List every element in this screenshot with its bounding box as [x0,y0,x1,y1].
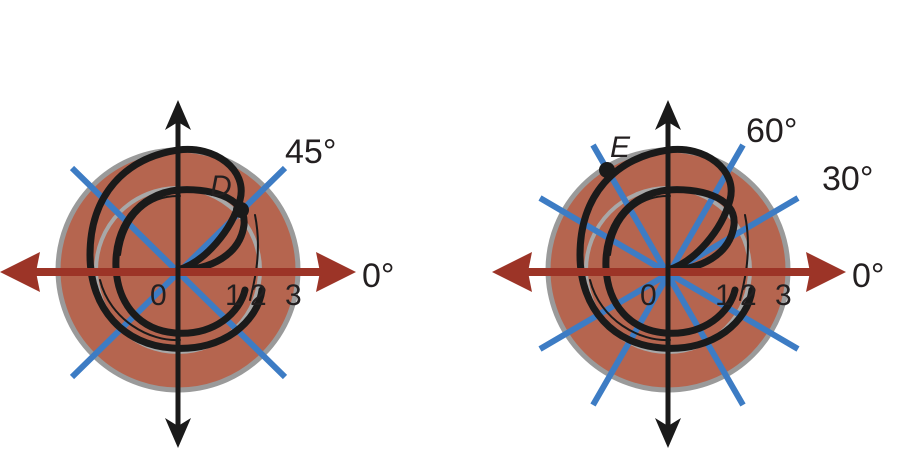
left-vertical-axis [165,100,191,448]
left-point-d [233,202,249,218]
right-angle-label-60: 60° [746,112,797,150]
left-angle-label-0: 0° [362,257,395,295]
right-radial-label-3: 3 [775,279,792,312]
right-angle-label-0: 0° [852,257,885,295]
left-angle-label-45: 45° [285,133,336,171]
right-point-e [599,162,615,178]
right-radial-label-0: 0 [640,279,657,312]
right-point-label: E [610,131,631,164]
left-vertical-axis-down-arrow [165,418,191,448]
left-vertical-axis-up-arrow [165,100,191,130]
right-vertical-axis-up-arrow [655,100,681,130]
right-spiral [576,145,756,352]
left-radial-label-1: 1 [225,279,242,312]
left-horizontal-axis-right-arrow [316,252,356,292]
right-polar-diagram: E 0 1 2 3 60° 30° 0° [492,100,885,448]
right-horizontal-axis-left-arrow [492,252,532,292]
right-horizontal-axis-right-arrow [806,252,846,292]
right-radial-label-2: 2 [740,279,757,312]
left-polar-diagram: D 0 1 2 3 45° 0° [0,100,395,448]
left-radial-label-3: 3 [285,279,302,312]
left-horizontal-axis-left-arrow [0,252,40,292]
right-vertical-axis-down-arrow [655,418,681,448]
right-vertical-axis [655,100,681,448]
right-angle-label-30: 30° [822,160,873,198]
right-radial-label-1: 1 [715,279,732,312]
left-radial-label-2: 2 [250,279,267,312]
left-radial-label-0: 0 [150,279,167,312]
left-point-label: D [210,170,232,203]
